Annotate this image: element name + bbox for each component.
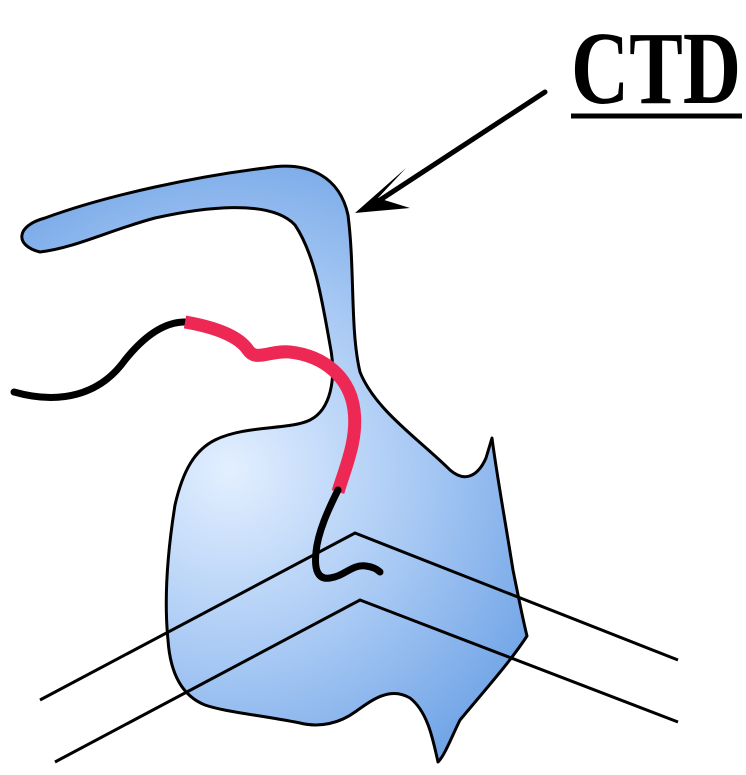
ctd-label: CTD bbox=[571, 11, 741, 126]
pointer-arrow-shaft bbox=[380, 92, 545, 200]
domain-shape bbox=[22, 166, 527, 762]
pointer-arrow-head bbox=[355, 168, 410, 213]
black-wire-left bbox=[14, 322, 185, 397]
